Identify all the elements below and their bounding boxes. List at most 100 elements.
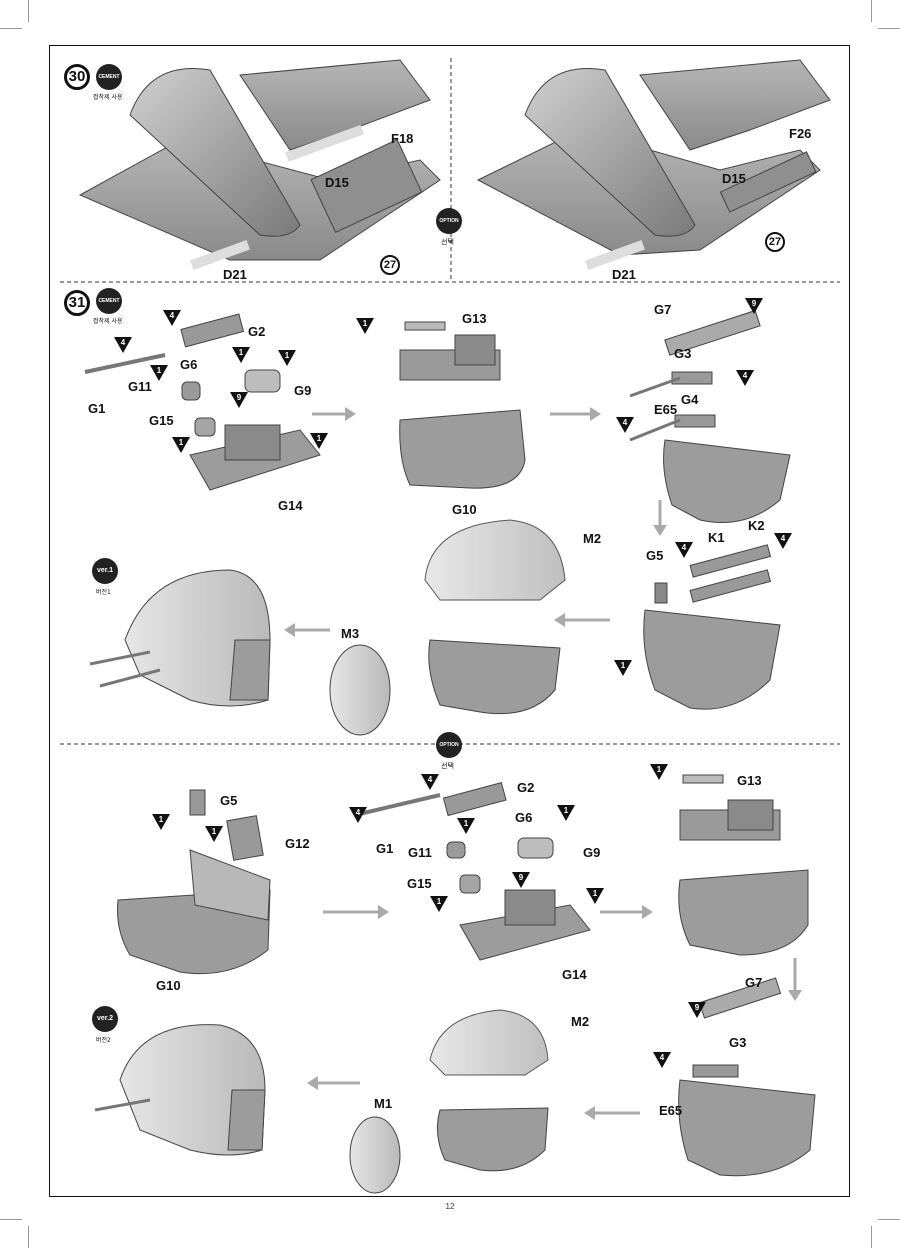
cement-marker-triangle: 4: [421, 774, 439, 790]
crop-mark: [878, 28, 900, 29]
part-label: K1: [708, 530, 725, 545]
part-label: G11: [408, 845, 432, 860]
part-label: G1: [88, 401, 106, 416]
step30-left-wing: [78, 59, 441, 270]
cement-marker-triangle: 1: [430, 896, 448, 912]
cement-marker-triangle: 4: [616, 417, 634, 433]
step31b-stage1-art: [117, 789, 271, 975]
part-label: G15: [149, 413, 174, 428]
cement-marker-triangle: 1: [172, 437, 190, 453]
cement-marker-triangle: 9: [745, 298, 763, 314]
part-label: G9: [294, 383, 312, 398]
page-frame: [49, 45, 850, 1197]
cement-marker-triangle: 1: [586, 888, 604, 904]
cement-marker-triangle: 4: [736, 370, 754, 386]
cement-badge: CEMENT: [96, 64, 122, 90]
part-label: D21: [612, 267, 636, 282]
part-label: F26: [789, 126, 812, 141]
step-number: 31: [64, 290, 90, 316]
cement-badge-caption: 접착제 사용: [93, 94, 123, 101]
page-number: 12: [445, 1202, 455, 1211]
part-label: G10: [156, 978, 181, 993]
part-label: M2: [571, 1014, 590, 1029]
step-callout: 27: [380, 255, 400, 275]
cement-marker-triangle: 1: [557, 805, 575, 821]
step31a-result-art: [89, 569, 271, 707]
cement-marker-triangle: 1: [614, 660, 632, 676]
part-label: E65: [659, 1103, 683, 1118]
part-label: G1: [376, 841, 394, 856]
part-label: G5: [646, 548, 664, 563]
step31a-stage4-art: [643, 544, 781, 710]
step31b-stage4-art: [678, 977, 816, 1177]
version-badge-caption: 버전1: [96, 589, 111, 596]
step31a-stage1-art: [84, 313, 321, 491]
cement-marker-triangle: 1: [152, 814, 170, 830]
option-badge: OPTION: [436, 208, 462, 234]
part-label: G11: [128, 379, 152, 394]
cement-badge: CEMENT: [96, 288, 122, 314]
part-label: G4: [681, 392, 699, 407]
part-label: G12: [285, 836, 310, 851]
cement-marker-triangle: 1: [150, 365, 168, 381]
step-callout: 27: [765, 232, 785, 252]
step31b-stage3-art: [678, 774, 809, 956]
cement-marker-triangle: 1: [356, 318, 374, 334]
step31b-stage2-art: [354, 781, 591, 961]
option-badge: OPTION: [436, 732, 462, 758]
part-label: M2: [583, 531, 602, 546]
step31b-stage5-art: [349, 1009, 549, 1194]
crop-mark: [28, 0, 29, 22]
crop-mark: [28, 1226, 29, 1248]
version-badge: ver.2: [92, 1006, 118, 1032]
version-badge-caption: 버전2: [96, 1037, 111, 1044]
part-label: G2: [248, 324, 266, 339]
cement-marker-triangle: 9: [512, 872, 530, 888]
cement-marker-triangle: 1: [205, 826, 223, 842]
part-label: D15: [325, 175, 349, 190]
part-label: G13: [462, 311, 487, 326]
step-number: 30: [64, 64, 90, 90]
cement-badge-caption: 접착제 사용: [93, 318, 123, 325]
part-label: D15: [722, 171, 746, 186]
cement-marker-triangle: 9: [230, 392, 248, 408]
part-label: G9: [583, 845, 601, 860]
part-label: G15: [407, 876, 432, 891]
step30-right-wing: [476, 59, 831, 270]
cement-marker-triangle: 1: [457, 818, 475, 834]
crop-mark: [878, 1219, 900, 1220]
part-label: G3: [674, 346, 692, 361]
crop-mark: [871, 0, 872, 22]
cement-marker-triangle: 4: [675, 542, 693, 558]
cement-marker-triangle: 4: [114, 337, 132, 353]
option-badge-caption: 선택: [441, 238, 454, 246]
part-label: G10: [452, 502, 477, 517]
step31b-result-art: [94, 1024, 266, 1156]
cement-marker-triangle: 4: [349, 807, 367, 823]
cement-marker-triangle: 1: [232, 347, 250, 363]
part-label: K2: [748, 518, 765, 533]
step31a-stage2-art: [399, 321, 526, 489]
part-label: F18: [391, 131, 414, 146]
cement-marker-triangle: 1: [650, 764, 668, 780]
cement-marker-triangle: 1: [310, 433, 328, 449]
part-label: G7: [654, 302, 672, 317]
crop-mark: [0, 1219, 22, 1220]
option-badge-caption: 선택: [441, 762, 454, 770]
part-label: G13: [737, 773, 762, 788]
cement-marker-triangle: 4: [653, 1052, 671, 1068]
part-label: G5: [220, 793, 238, 808]
part-label: D21: [223, 267, 247, 282]
part-label: G7: [745, 975, 763, 990]
cement-marker-triangle: 1: [278, 350, 296, 366]
part-label: G3: [729, 1035, 747, 1050]
part-label: M3: [341, 626, 360, 641]
part-label: G14: [278, 498, 303, 513]
cement-marker-triangle: 9: [688, 1002, 706, 1018]
crop-mark: [871, 1226, 872, 1248]
part-label: G2: [517, 780, 535, 795]
part-label: E65: [654, 402, 678, 417]
part-label: G6: [515, 810, 533, 825]
part-label: M1: [374, 1096, 393, 1111]
